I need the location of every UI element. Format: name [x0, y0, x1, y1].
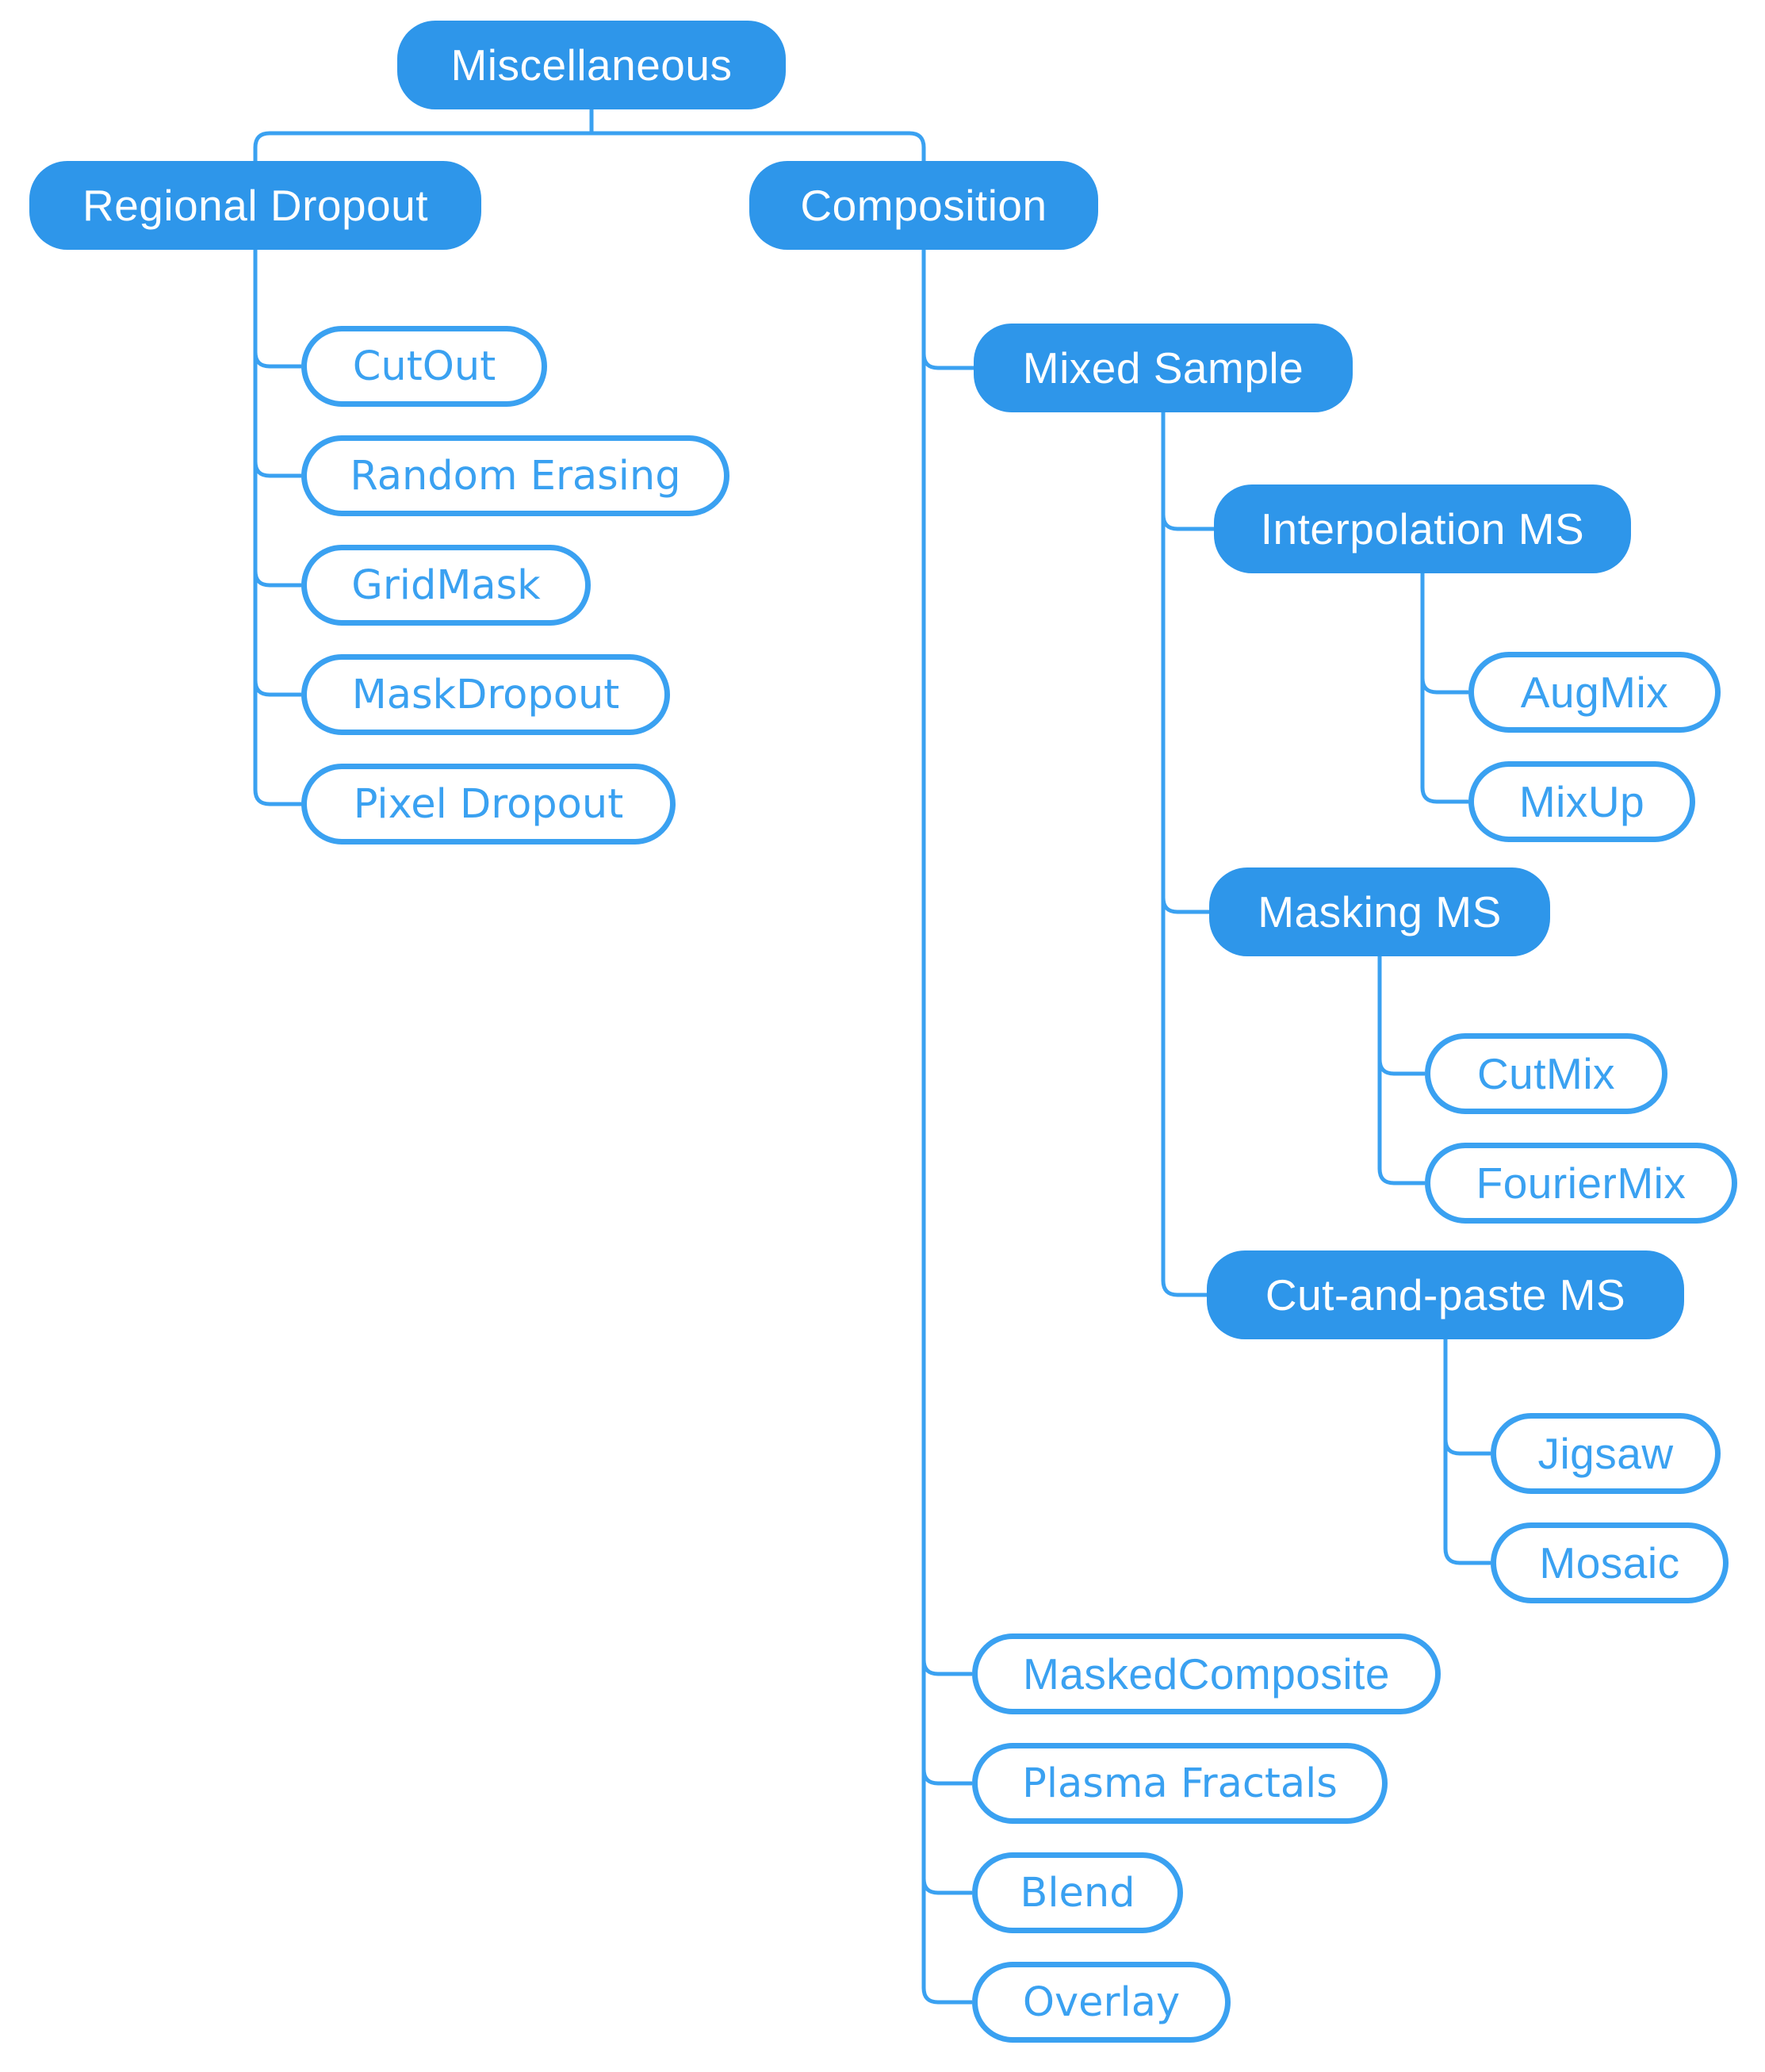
- node-mixup: MixUp: [1468, 761, 1695, 842]
- node-interpolation-ms: Interpolation MS: [1214, 484, 1631, 573]
- node-maskdropout: MaskDropout: [301, 654, 670, 735]
- node-cut-and-paste-ms: Cut-and-paste MS: [1207, 1250, 1684, 1339]
- node-cutmix: CutMix: [1425, 1033, 1667, 1114]
- node-regional-dropout: Regional Dropout: [29, 161, 481, 250]
- tree-branch-lines: [253, 109, 1491, 2005]
- node-composition: Composition: [749, 161, 1098, 250]
- node-jigsaw: Jigsaw: [1491, 1413, 1721, 1494]
- node-blend: Blend: [972, 1852, 1183, 1933]
- node-mixed-sample: Mixed Sample: [974, 324, 1353, 412]
- node-maskedcomposite: MaskedComposite: [972, 1633, 1441, 1714]
- node-mosaic: Mosaic: [1491, 1522, 1729, 1603]
- node-cutout: CutOut: [301, 326, 547, 407]
- node-fouriermix: FourierMix: [1425, 1143, 1737, 1224]
- node-gridmask: GridMask: [301, 545, 591, 626]
- node-random-erasing: Random Erasing: [301, 435, 729, 516]
- node-plasma-fractals: Plasma Fractals: [972, 1743, 1388, 1824]
- node-miscellaneous: Miscellaneous: [397, 21, 786, 109]
- node-overlay: Overlay: [972, 1962, 1231, 2043]
- node-masking-ms: Masking MS: [1209, 867, 1550, 956]
- node-pixel-dropout: Pixel Dropout: [301, 764, 676, 845]
- node-augmix: AugMix: [1468, 652, 1721, 733]
